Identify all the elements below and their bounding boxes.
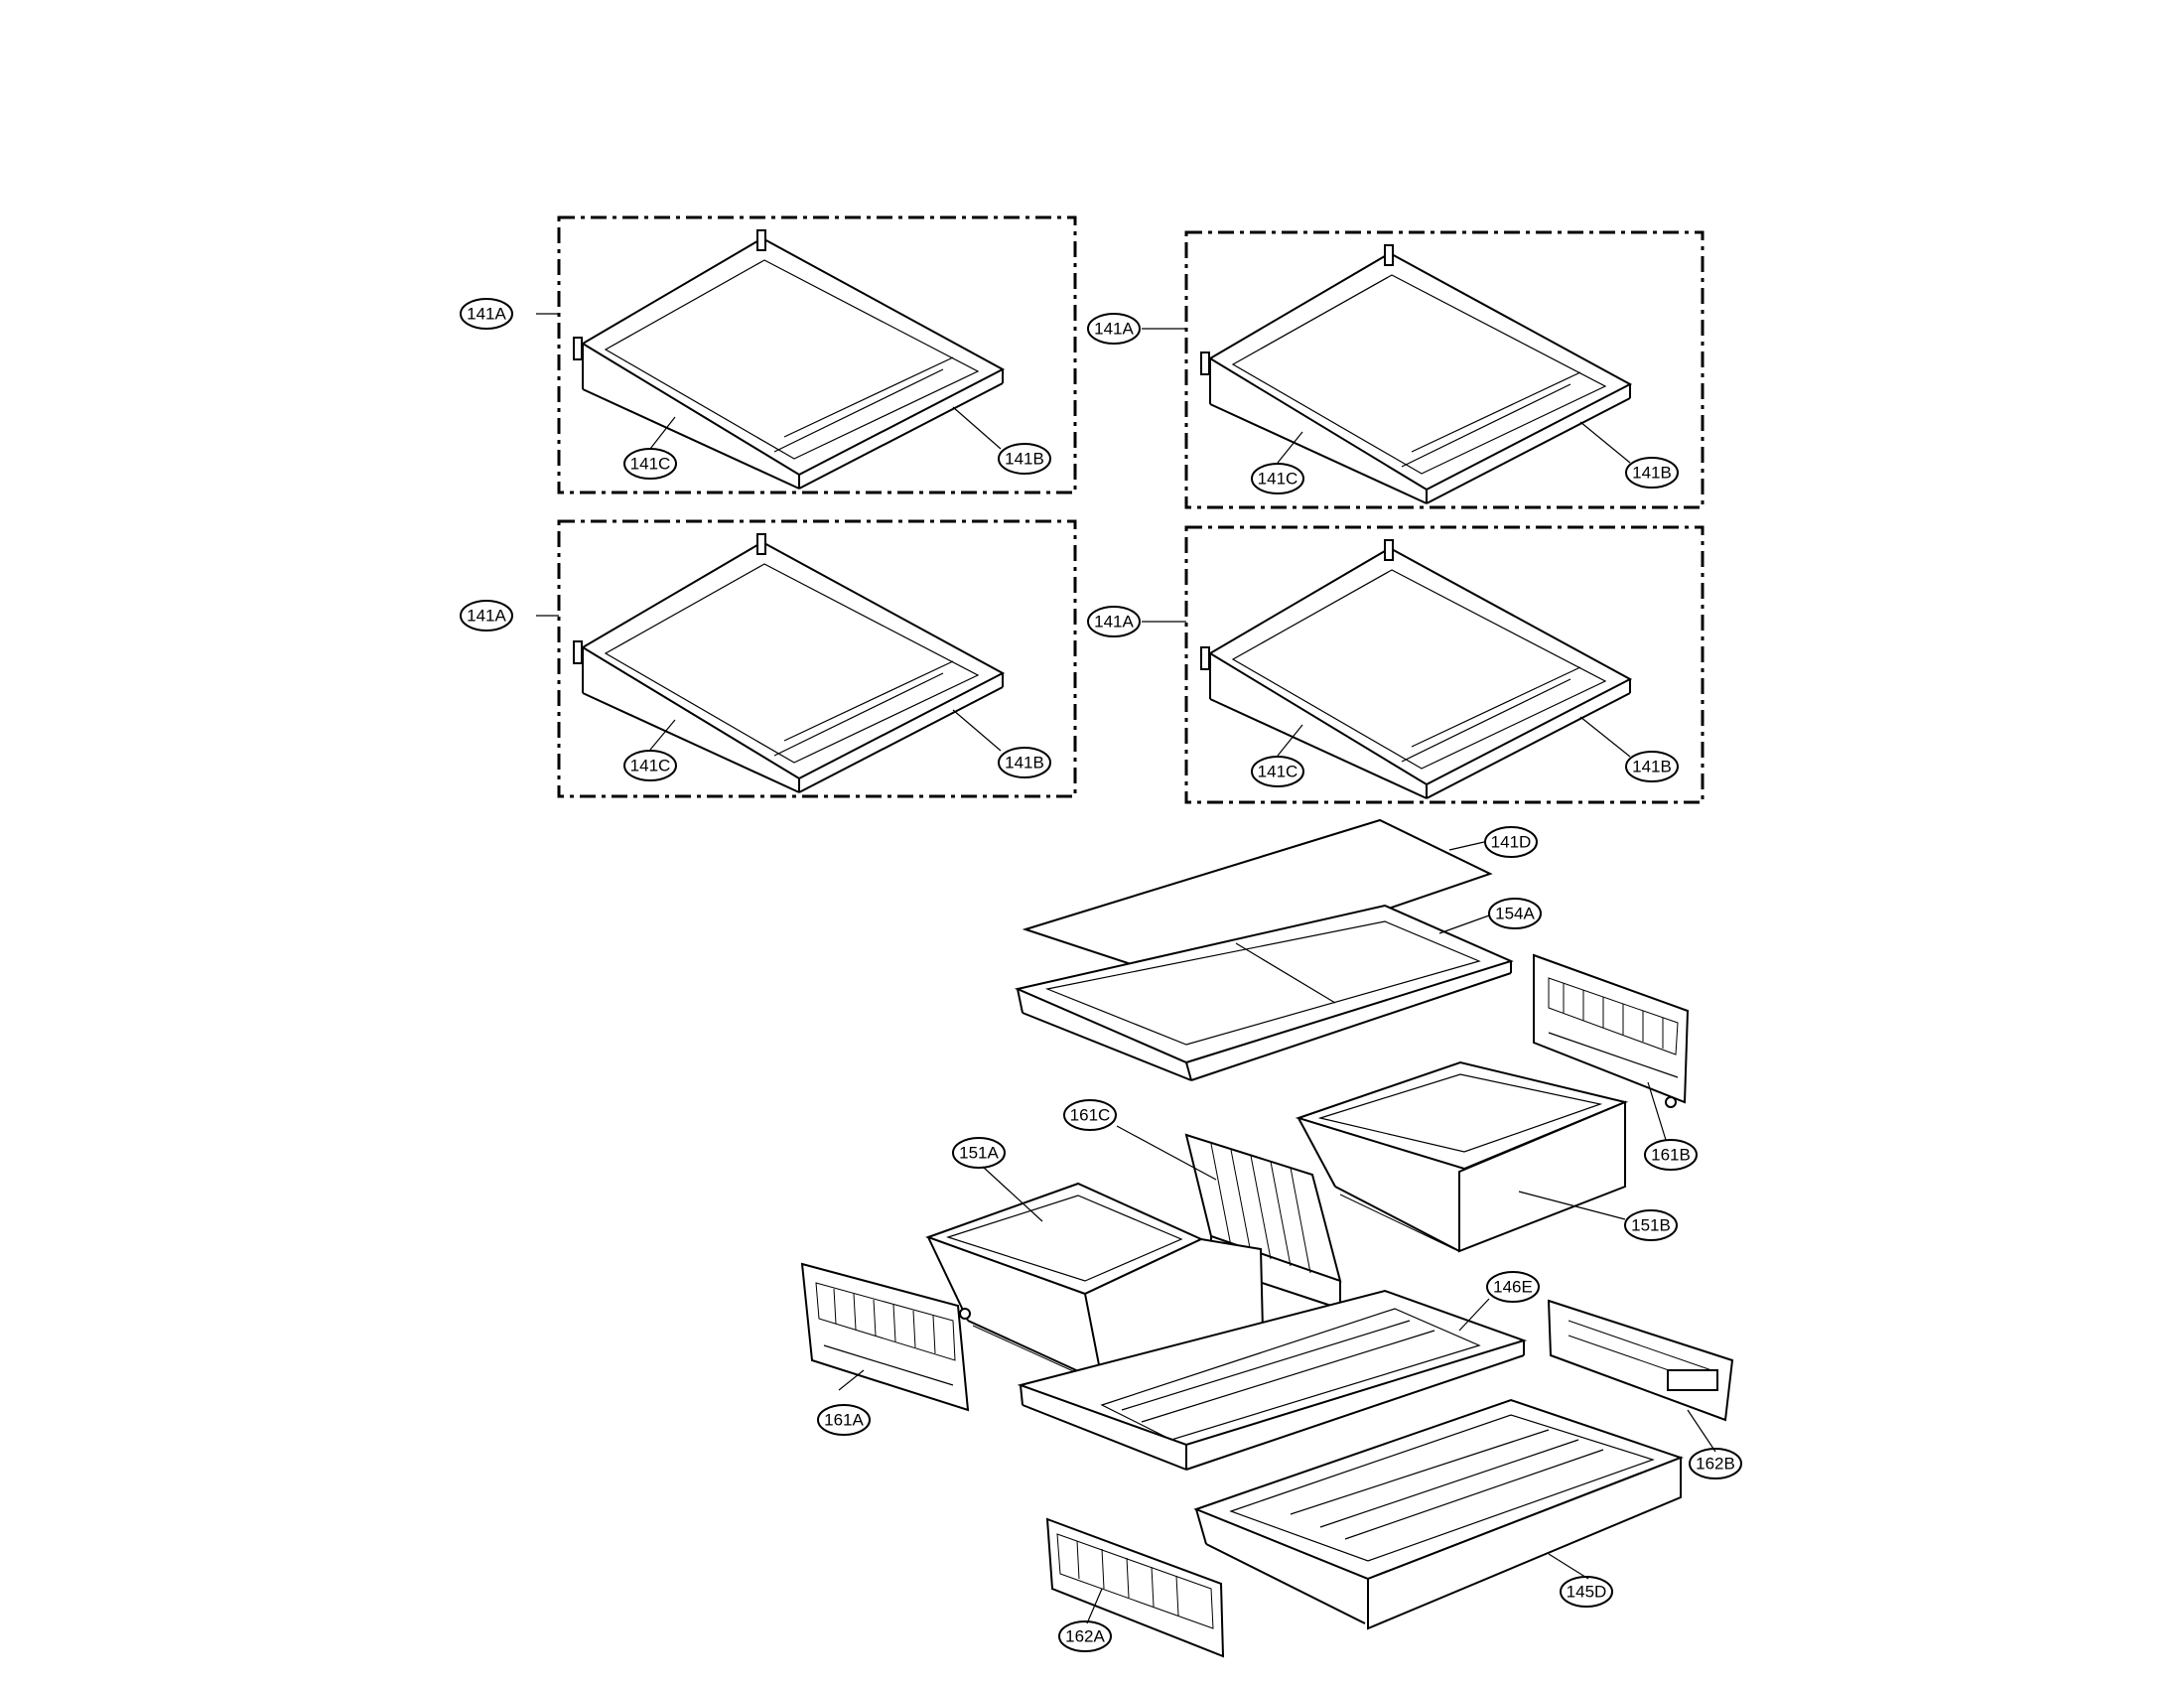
callout-161a: 161A <box>817 1404 871 1436</box>
callout-151a: 151A <box>952 1137 1006 1169</box>
svg-text:141B: 141B <box>1005 449 1044 468</box>
svg-text:141C: 141C <box>1258 762 1298 780</box>
shelf-assembly-group-1: 141A 141C 141B <box>460 215 1077 494</box>
svg-text:141A: 141A <box>1094 319 1134 338</box>
shelf-frame-2 <box>1200 244 1633 504</box>
left-lower-rail-162a: 162A <box>1045 1517 1225 1658</box>
crisper-cover-frame-154a: 154A <box>1014 898 1542 1081</box>
shelf-assembly-group-4: 141A 141C 141B <box>1087 525 1705 804</box>
svg-text:141A: 141A <box>467 606 506 625</box>
callout-161b: 161B <box>1644 1139 1698 1171</box>
callout-141c-g1: 141C <box>623 448 677 480</box>
callout-141a-g4: 141A <box>1087 606 1141 637</box>
callout-141b-g4: 141B <box>1625 751 1679 782</box>
callout-141c-g3: 141C <box>623 750 677 781</box>
shelf-frame-4 <box>1200 539 1633 799</box>
svg-text:151A: 151A <box>959 1143 999 1162</box>
svg-text:154A: 154A <box>1495 904 1535 922</box>
center-divider-161c: 161C <box>1063 1099 1342 1310</box>
shelf-assembly-group-2: 141A 141C 141B <box>1087 230 1705 509</box>
svg-text:161C: 161C <box>1070 1105 1111 1124</box>
pantry-drawer-145d: 145D <box>1193 1398 1684 1630</box>
right-crisper-drawer-151b: 151B <box>1295 1060 1678 1253</box>
svg-text:141D: 141D <box>1491 832 1532 851</box>
callout-145d: 145D <box>1560 1576 1613 1608</box>
callout-162a: 162A <box>1058 1620 1112 1652</box>
callout-146e: 146E <box>1486 1271 1540 1303</box>
callout-141a-g3: 141A <box>460 600 513 632</box>
right-lower-rail-162b: 162B <box>1547 1299 1742 1479</box>
svg-text:161A: 161A <box>824 1410 864 1429</box>
shelf-frame-3 <box>573 533 1006 793</box>
svg-text:141C: 141C <box>1258 469 1298 488</box>
callout-154a: 154A <box>1488 898 1542 929</box>
callout-162b: 162B <box>1689 1448 1742 1479</box>
svg-text:162B: 162B <box>1696 1454 1735 1473</box>
svg-text:141C: 141C <box>630 454 671 473</box>
shelf-frame-1 <box>573 229 1006 490</box>
svg-text:146E: 146E <box>1493 1277 1533 1296</box>
callout-141c-g4: 141C <box>1251 756 1304 787</box>
svg-text:141A: 141A <box>467 304 506 323</box>
svg-text:141C: 141C <box>630 756 671 774</box>
callout-141c-g2: 141C <box>1251 463 1304 494</box>
drawer-support-tray-146e: 146E <box>1017 1271 1540 1471</box>
callout-151b: 151B <box>1624 1209 1678 1241</box>
shelf-assembly-group-3: 141A 141C 141B <box>460 519 1077 798</box>
svg-text:145D: 145D <box>1567 1582 1607 1601</box>
callout-141d: 141D <box>1484 826 1538 858</box>
callout-141a-g1: 141A <box>460 298 513 330</box>
right-rail-bracket-161b: 161B <box>1533 953 1698 1171</box>
svg-text:161B: 161B <box>1651 1145 1691 1164</box>
svg-text:141B: 141B <box>1632 463 1672 482</box>
callout-141b-g3: 141B <box>998 747 1051 778</box>
callout-141a-g2: 141A <box>1087 313 1141 345</box>
svg-text:141A: 141A <box>1094 612 1134 631</box>
svg-text:141B: 141B <box>1005 753 1044 772</box>
svg-text:141B: 141B <box>1632 757 1672 775</box>
left-crisper-drawer-151a: 151A <box>925 1137 1265 1382</box>
left-rail-bracket-161a: 161A <box>800 1262 970 1436</box>
callout-141b-g1: 141B <box>998 443 1051 475</box>
callout-141b-g2: 141B <box>1625 457 1679 489</box>
svg-text:151B: 151B <box>1631 1215 1671 1234</box>
svg-text:162A: 162A <box>1065 1626 1105 1645</box>
callout-161c: 161C <box>1063 1099 1117 1131</box>
